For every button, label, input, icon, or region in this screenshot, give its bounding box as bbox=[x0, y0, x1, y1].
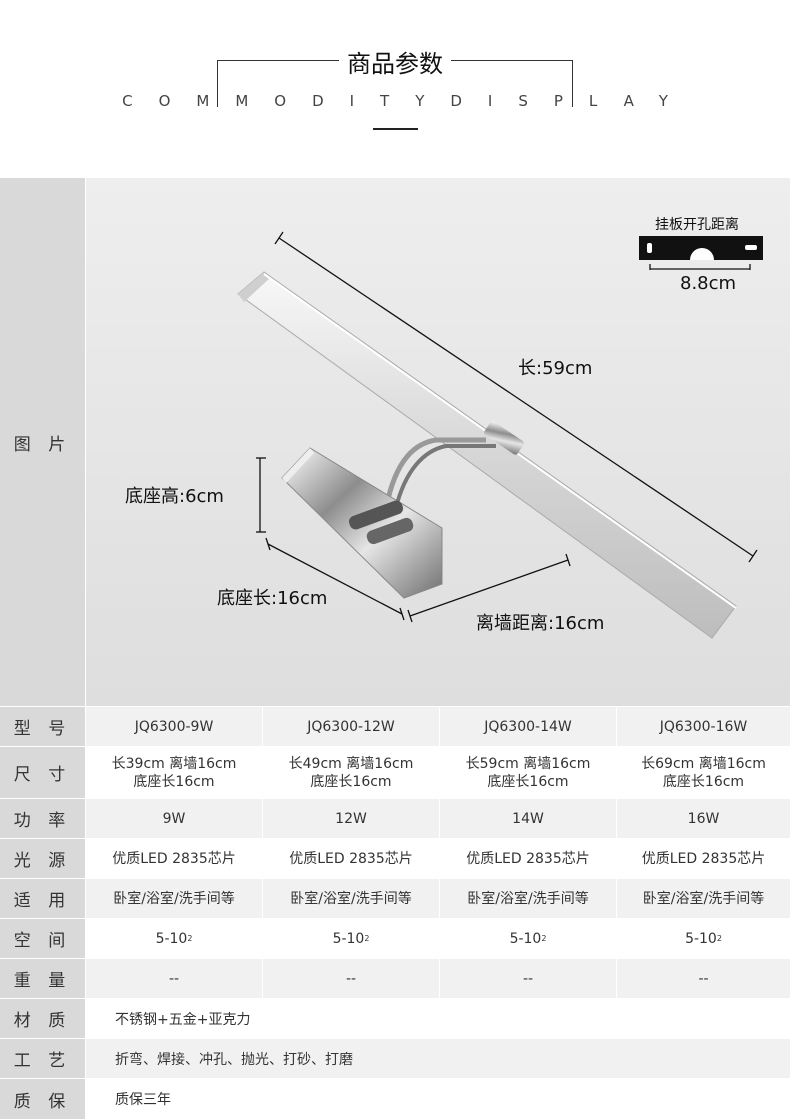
application-cell: 卧室/浴室/洗手间等 bbox=[467, 890, 589, 907]
page-header: 商品参数 COMMODITYDISPLAY bbox=[0, 0, 790, 178]
base-height-label: 底座高:6cm bbox=[125, 486, 224, 507]
model-cell: JQ6300-16W bbox=[659, 718, 748, 735]
power-cell: 16W bbox=[687, 810, 720, 827]
light-source-cell: 优质LED 2835芯片 bbox=[112, 850, 236, 867]
model-cell: JQ6300-9W bbox=[134, 718, 214, 735]
product-image: 挂板开孔距离 8.8cm 长:59cm 底座高:6cm 底座长:16cm 离墙距… bbox=[86, 178, 790, 706]
plate-hole-label: 挂板开孔距离 bbox=[655, 217, 739, 233]
spec-table: 图 片 bbox=[0, 178, 790, 1119]
model-cell: JQ6300-14W bbox=[484, 718, 572, 735]
row-label-application: 适 用 bbox=[0, 879, 85, 918]
header-underline bbox=[373, 128, 418, 130]
application-cell: 卧室/浴室/洗手间等 bbox=[642, 890, 765, 907]
row-label-model: 型 号 bbox=[0, 707, 85, 746]
application-cell: 卧室/浴室/洗手间等 bbox=[290, 890, 412, 907]
warranty-cell: 质保三年 bbox=[86, 1079, 790, 1119]
weight-cell: -- bbox=[698, 970, 709, 987]
row-label-craft: 工 艺 bbox=[0, 1039, 85, 1078]
power-cell: 14W bbox=[512, 810, 544, 827]
row-label-weight: 重 量 bbox=[0, 959, 85, 998]
application-cell: 卧室/浴室/洗手间等 bbox=[113, 890, 235, 907]
light-source-cell: 优质LED 2835芯片 bbox=[466, 850, 590, 867]
power-cell: 9W bbox=[162, 810, 186, 827]
row-label-material: 材 质 bbox=[0, 999, 85, 1038]
lamp-illustration bbox=[237, 231, 763, 639]
row-label-light-source: 光 源 bbox=[0, 839, 85, 878]
light-source-cell: 优质LED 2835芯片 bbox=[289, 850, 413, 867]
page-title: 商品参数 bbox=[0, 44, 790, 79]
image-row-label: 图 片 bbox=[0, 178, 85, 706]
length-label: 长:59cm bbox=[518, 358, 593, 379]
craft-cell: 折弯、焊接、冲孔、抛光、打砂、打磨 bbox=[86, 1039, 790, 1078]
light-source-cell: 优质LED 2835芯片 bbox=[641, 850, 766, 867]
power-cell: 12W bbox=[335, 810, 367, 827]
row-label-warranty: 质 保 bbox=[0, 1079, 85, 1119]
row-label-space: 空 间 bbox=[0, 919, 85, 958]
model-cell: JQ6300-12W bbox=[307, 718, 395, 735]
row-label-power: 功 率 bbox=[0, 799, 85, 838]
row-label-size: 尺 寸 bbox=[0, 747, 85, 798]
base-length-label: 底座长:16cm bbox=[217, 588, 328, 609]
wall-distance-label: 离墙距离:16cm bbox=[476, 613, 605, 634]
material-cell: 不锈钢+五金+亚克力 bbox=[86, 999, 790, 1038]
plate-width-label: 8.8cm bbox=[680, 273, 737, 294]
weight-cell: -- bbox=[168, 970, 180, 987]
weight-cell: -- bbox=[522, 970, 534, 987]
weight-cell: -- bbox=[345, 970, 357, 987]
page-subtitle: COMMODITYDISPLAY bbox=[122, 92, 694, 110]
